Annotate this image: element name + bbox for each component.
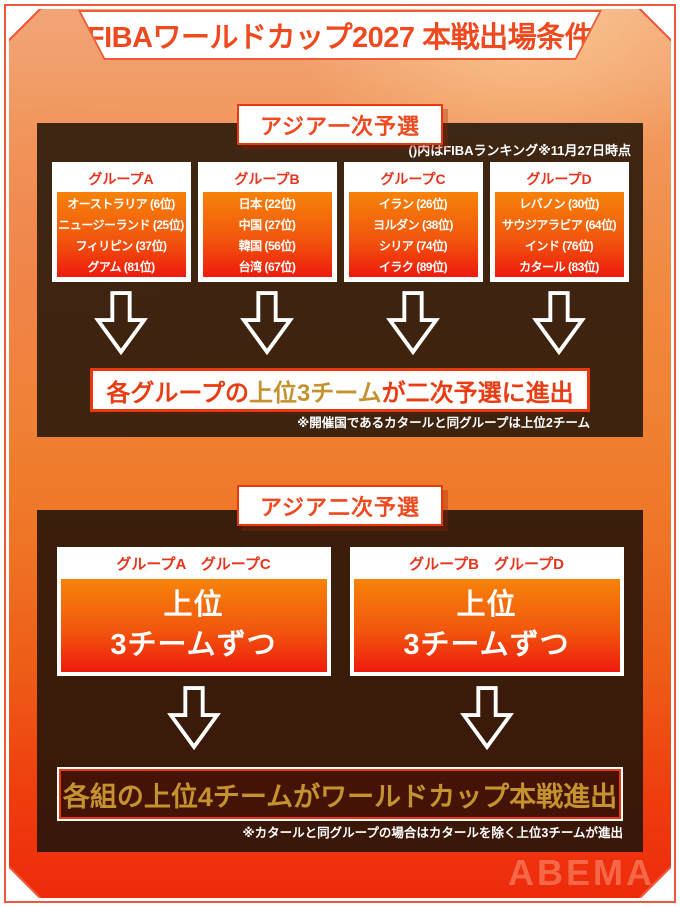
section-label-round1: アジア一次予選 — [237, 104, 443, 145]
arrow-cell — [490, 291, 629, 355]
group-team-list: レバノン (30位) サウジアラビア (64位) インド (76位) カタール … — [494, 192, 624, 277]
outer-frame: FIBAワールドカップ2027 本戦出場条件 アジア一次予選 ()内はFIBAラ… — [4, 4, 676, 903]
down-arrow-icon — [386, 291, 440, 355]
team-item: ヨルダン (38位) — [373, 218, 453, 232]
corner-chamfer-top-left — [9, 9, 43, 43]
team-item: シリア (74位) — [378, 239, 448, 253]
team-item: イラン (26位) — [378, 197, 448, 211]
team-item: インド (76位) — [524, 239, 594, 253]
team-item: グアム (81位) — [87, 260, 155, 274]
group-name: グループD — [526, 171, 592, 187]
group-team-list: オーストラリア (6位) ニュージーランド (25位) フィリピン (37位) … — [56, 192, 186, 277]
arrow-cell — [198, 291, 337, 355]
inner-frame: FIBAワールドカップ2027 本戦出場条件 アジア一次予選 ()内はFIBAラ… — [6, 6, 674, 901]
page-title: FIBAワールドカップ2027 本戦出場条件 — [86, 22, 594, 54]
round2-boxes-row: グループA グループC 上位 3チームずつ グループB グループD 上位 3チー… — [49, 510, 631, 676]
section-label-round2-text: アジア二次予選 — [259, 494, 421, 520]
round2-panel: グループA グループC 上位 3チームずつ グループB グループD 上位 3チー… — [37, 510, 643, 852]
pair-card-line2: 3チームずつ — [110, 629, 277, 661]
team-item: カタール (83位) — [519, 260, 599, 274]
pair-card-line1: 上位 — [456, 589, 517, 621]
team-item: フィリピン (37位) — [75, 239, 167, 253]
team-item: 中国 (27位) — [238, 218, 296, 232]
content-area: FIBAワールドカップ2027 本戦出場条件 アジア一次予選 ()内はFIBAラ… — [9, 9, 671, 898]
round2-arrows-row — [49, 686, 631, 750]
team-item: ニュージーランド (25位) — [58, 218, 184, 232]
arrow-cell — [344, 291, 483, 355]
round1-arrows-row — [49, 291, 631, 355]
corner-chamfer-bottom-left — [9, 864, 43, 898]
section-label-round1-text: アジア一次予選 — [259, 113, 421, 139]
team-item: 台湾 (67位) — [238, 260, 296, 274]
round2-result-box: 各組の上位4チームがワールドカップ本戦進出 — [57, 767, 623, 821]
group-name: グループB — [234, 171, 300, 187]
round1-footnote: ※開催国であるカタールと同グループは上位2チーム — [297, 416, 590, 430]
abema-watermark: ABEMA — [508, 852, 655, 893]
group-team-list: 日本 (22位) 中国 (27位) 韓国 (56位) 台湾 (67位) — [202, 192, 332, 277]
result-text: が二次予選に進出 — [381, 379, 574, 407]
group-card-b: グループB 日本 (22位) 中国 (27位) 韓国 (56位) 台湾 (67位… — [197, 162, 337, 282]
pair-card-line2: 3チームずつ — [403, 629, 570, 661]
arrow-cell — [57, 686, 331, 750]
corner-chamfer-top-right — [637, 9, 671, 43]
group-card-d: グループD レバノン (30位) サウジアラビア (64位) インド (76位)… — [489, 162, 629, 282]
pair-card-groups: グループB グループD — [409, 556, 564, 573]
group-team-list: イラン (26位) ヨルダン (38位) シリア (74位) イラク (89位) — [348, 192, 478, 277]
group-card-c: グループC イラン (26位) ヨルダン (38位) シリア (74位) イラク… — [343, 162, 483, 282]
round2-result-text: 各組の上位4チームがワールドカップ本戦進出 — [62, 781, 618, 812]
title-banner: FIBAワールドカップ2027 本戦出場条件 — [78, 10, 602, 60]
group-name: グループC — [380, 171, 446, 187]
title-banner-inner: FIBAワールドカップ2027 本戦出場条件 — [81, 12, 599, 58]
pair-card-line1: 上位 — [163, 589, 224, 621]
team-item: オーストラリア (6位) — [67, 197, 175, 211]
arrow-cell — [52, 291, 191, 355]
result-highlight: 上位3チーム — [248, 379, 382, 407]
round1-groups-row: グループA オーストラリア (6位) ニュージーランド (25位) フィリピン … — [49, 162, 631, 282]
down-arrow-icon — [166, 686, 221, 750]
down-arrow-icon — [94, 291, 148, 355]
team-item: サウジアラビア (64位) — [501, 218, 617, 232]
round2-footnote: ※カタールと同グループの場合はカタールを除く上位3チームが進出 — [242, 826, 623, 840]
pair-card-body: 上位 3チームずつ — [60, 579, 327, 672]
pair-card-body: 上位 3チームずつ — [353, 579, 620, 672]
down-arrow-icon — [459, 686, 514, 750]
ranking-note: ()内はFIBAランキング※11月27日時点 — [408, 143, 631, 158]
group-card-a: グループA オーストラリア (6位) ニュージーランド (25位) フィリピン … — [51, 162, 191, 282]
pair-card-bd: グループB グループD 上位 3チームずつ — [349, 547, 624, 676]
pair-card-groups: グループA グループC — [116, 556, 271, 573]
group-name: グループA — [88, 171, 154, 187]
team-item: 日本 (22位) — [238, 197, 296, 211]
round1-result-box: 各グループの上位3チームが二次予選に進出 — [90, 368, 590, 412]
result-text: 各グループの — [106, 379, 249, 407]
arrow-cell — [350, 686, 624, 750]
team-item: レバノン (30位) — [519, 197, 599, 211]
round1-panel: ()内はFIBAランキング※11月27日時点 グループA オーストラリア (6位… — [37, 123, 643, 437]
team-item: 韓国 (56位) — [238, 239, 296, 253]
pair-card-ac: グループA グループC 上位 3チームずつ — [56, 547, 331, 676]
down-arrow-icon — [240, 291, 294, 355]
down-arrow-icon — [532, 291, 586, 355]
team-item: イラク (89位) — [378, 260, 448, 274]
section-label-round2: アジア二次予選 — [237, 485, 443, 526]
